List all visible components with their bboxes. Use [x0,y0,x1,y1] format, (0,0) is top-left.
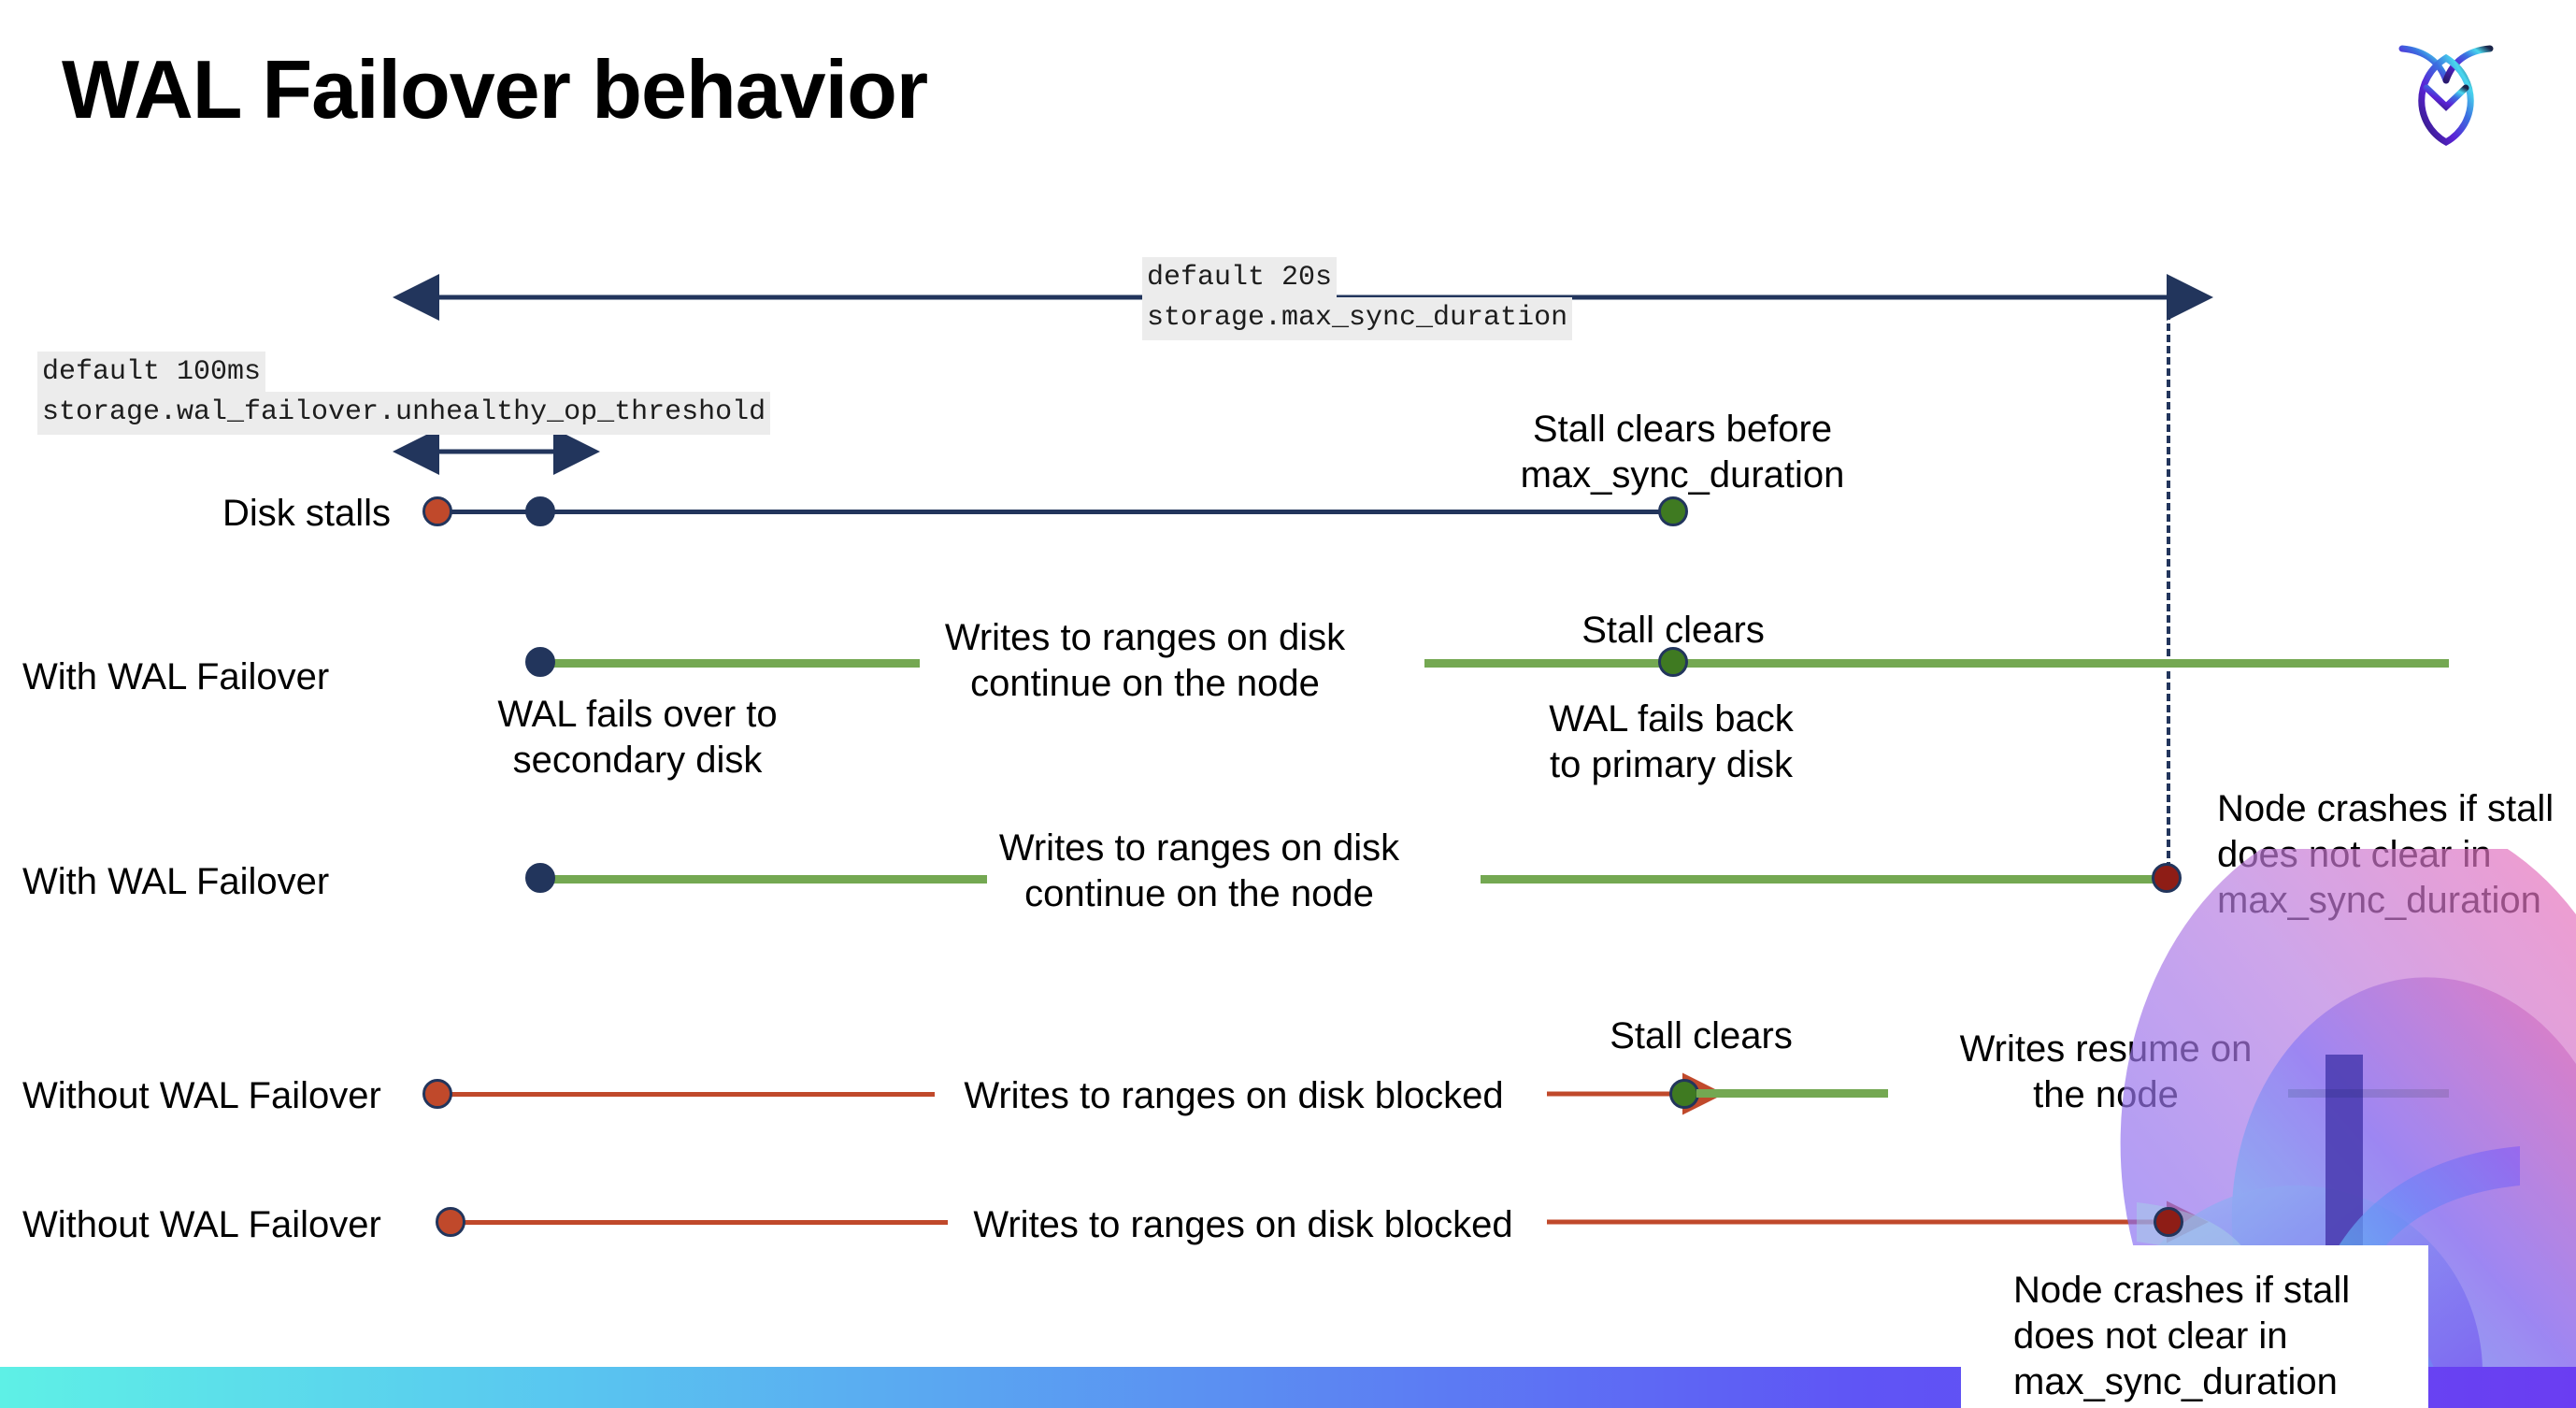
note-line: continue on the node [1024,872,1374,914]
note-line: Writes to ranges on disk [998,827,1400,869]
without-failover2-start-dot [436,1207,465,1237]
note-line: to primary disk [1549,743,1794,785]
note-writes-continue-row2: Writes to ranges on disk continue on the… [935,615,1355,707]
without-failover-green-segment-b [2288,1089,2449,1098]
note-wal-fails-back: WAL fails back to primary disk [1494,697,1849,788]
disk-stall-cleared-dot [1658,496,1688,526]
wal-failover-green-segment-a [542,659,920,668]
note-line: the node [2033,1073,2179,1115]
row-label-disk-stalls: Disk stalls [222,493,392,534]
note-line: max_sync_duration [2013,1360,2338,1402]
note-line: Writes to ranges on disk [944,617,1346,658]
note-line: WAL fails back [1549,698,1794,740]
note-line: WAL fails over to [497,694,778,735]
row-label-with-wal-failover-1: With WAL Failover [22,656,330,697]
note-writes-resume: Writes resume on the node [1933,1027,2279,1118]
note-line: secondary disk [512,739,763,781]
note-line: Stall clears before [1532,409,1833,450]
wal-failover-green-segment-b [1424,659,2449,668]
note-stall-clears-before: Stall clears before max_sync_duration [1514,407,1851,498]
wal-failover2-crash-dot [2152,863,2182,893]
wal-failover-start-dot [525,647,555,677]
note-stall-clears-row2: Stall clears [1581,610,1765,651]
note-line: does not clear in [2013,1315,2288,1357]
wal-failover-stall-clears-dot [1658,647,1688,677]
note-line: does not clear in [2217,833,2492,875]
max-sync-default-label: default 20s [1142,257,1338,300]
without-failover2-crash-dot [2154,1207,2183,1237]
note-node-crashes-row5: Node crashes if stall does not clear in … [2013,1268,2406,1404]
note-line: max_sync_duration [1520,453,1845,496]
disk-stall-detected-dot [525,496,555,526]
note-node-crashes-row3: Node crashes if stall does not clear in … [2217,786,2576,923]
note-line: Node crashes if stall [2217,788,2555,829]
page-title: WAL Failover behavior [62,43,928,136]
cockroachdb-logo-icon [2385,26,2507,148]
row-label-without-wal-failover-2: Without WAL Failover [22,1204,381,1245]
without-failover2-red-segment [460,1220,948,1225]
note-line: Writes resume on [1959,1028,2253,1070]
note-wal-fails-over: WAL fails over to secondary disk [460,692,815,783]
wal-failover2-green-segment-a [542,875,987,884]
max-sync-setting-label: storage.max_sync_duration [1142,297,1573,340]
note-line: continue on the node [970,662,1320,704]
disk-stalls-timeline [437,510,1673,514]
wal-failover2-green-segment-b [1481,875,2180,884]
note-line: Node crashes if stall [2013,1270,2351,1311]
disk-stall-start-dot [422,496,452,526]
note-stall-clears-row4: Stall clears [1610,1015,1793,1056]
wal-failover2-start-dot [525,863,555,893]
without-failover-red-segment [447,1092,935,1097]
note-writes-blocked-row5: Writes to ranges on disk blocked [973,1204,1513,1245]
unhealthy-threshold-default-label: default 100ms [37,352,266,395]
row-label-with-wal-failover-2: With WAL Failover [22,861,330,902]
unhealthy-threshold-setting-label: storage.wal_failover.unhealthy_op_thresh… [37,392,771,435]
max-sync-boundary-dashed-line [2167,301,2170,881]
without-failover-start-dot [422,1079,452,1109]
note-writes-continue-row3: Writes to ranges on disk continue on the… [980,826,1419,917]
without-failover-green-segment-a [1696,1089,1888,1098]
without-failover-stall-clears-dot [1669,1079,1699,1109]
note-line: max_sync_duration [2217,879,2541,921]
row-label-without-wal-failover-1: Without WAL Failover [22,1075,381,1116]
note-writes-blocked-row4: Writes to ranges on disk blocked [964,1075,1504,1116]
